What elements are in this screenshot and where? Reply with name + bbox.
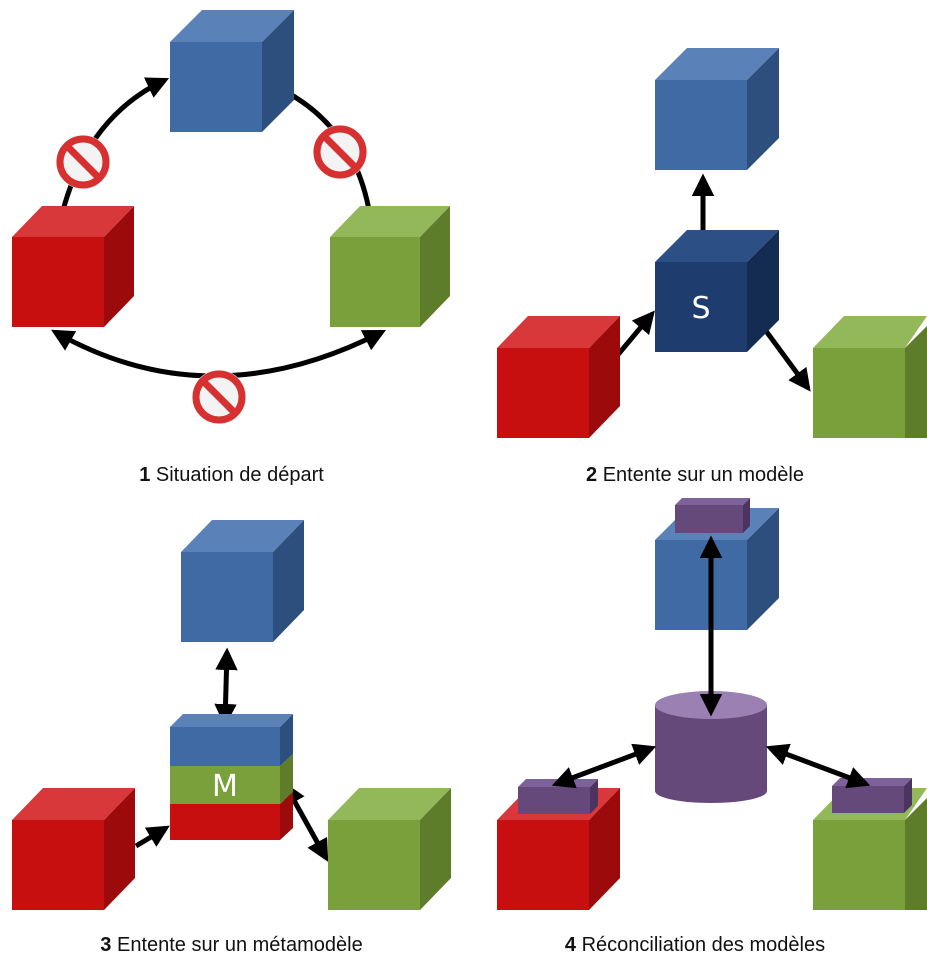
arrow-cylinder-red xyxy=(551,743,657,789)
blue-cube xyxy=(181,520,304,642)
green-cube xyxy=(813,316,927,438)
red-cube xyxy=(497,316,620,438)
blue-cube xyxy=(655,48,779,170)
caption-number: 1 xyxy=(139,464,151,486)
caption-panel-3: 3 Entente sur un métamodèle xyxy=(0,934,463,957)
panel-4-reconciliation-des-modeles xyxy=(497,498,927,910)
forbidden-icon xyxy=(192,370,246,424)
forbidden-icon xyxy=(313,125,367,179)
metamodel-stack: M xyxy=(170,714,293,840)
red-cube xyxy=(12,788,135,910)
caption-text: Entente sur un modèle xyxy=(602,464,804,486)
hub-label: S xyxy=(691,291,710,326)
panel-3-entente-sur-un-metamodele: M xyxy=(12,520,451,910)
forbidden-icon xyxy=(56,135,110,189)
arrow-stack-red xyxy=(134,825,170,849)
caption-text: Situation de départ xyxy=(155,464,324,486)
blue-cube xyxy=(170,10,294,132)
red-cube xyxy=(12,206,134,327)
caption-panel-2: 2 Entente sur un modèle xyxy=(463,464,927,487)
hub-label: M xyxy=(212,769,238,804)
arrow-cylinder-green xyxy=(765,743,871,789)
purple-model-tag xyxy=(518,779,598,814)
caption-text: Réconciliation des modèles xyxy=(581,934,826,956)
caption-text: Entente sur un métamodèle xyxy=(116,934,363,956)
purple-model-tag xyxy=(832,778,912,813)
green-cube xyxy=(330,206,450,327)
panel-1-situation-de-depart xyxy=(12,10,450,424)
arrow-stack-blue xyxy=(214,647,238,727)
green-cube xyxy=(328,788,451,910)
hub-cube-s: S xyxy=(655,230,779,352)
caption-panel-4: 4 Réconciliation des modèles xyxy=(463,934,927,957)
caption-number: 2 xyxy=(586,464,598,486)
arrow-blue-red xyxy=(50,77,170,237)
caption-panel-1: 1 Situation de départ xyxy=(0,464,463,487)
panel-2-entente-sur-un-modele: S xyxy=(497,48,927,438)
purple-model-tag xyxy=(675,498,750,533)
repository-cylinder xyxy=(655,691,767,803)
caption-number: 4 xyxy=(564,934,577,956)
caption-number: 3 xyxy=(100,934,112,956)
arrow-red-green xyxy=(51,329,387,379)
